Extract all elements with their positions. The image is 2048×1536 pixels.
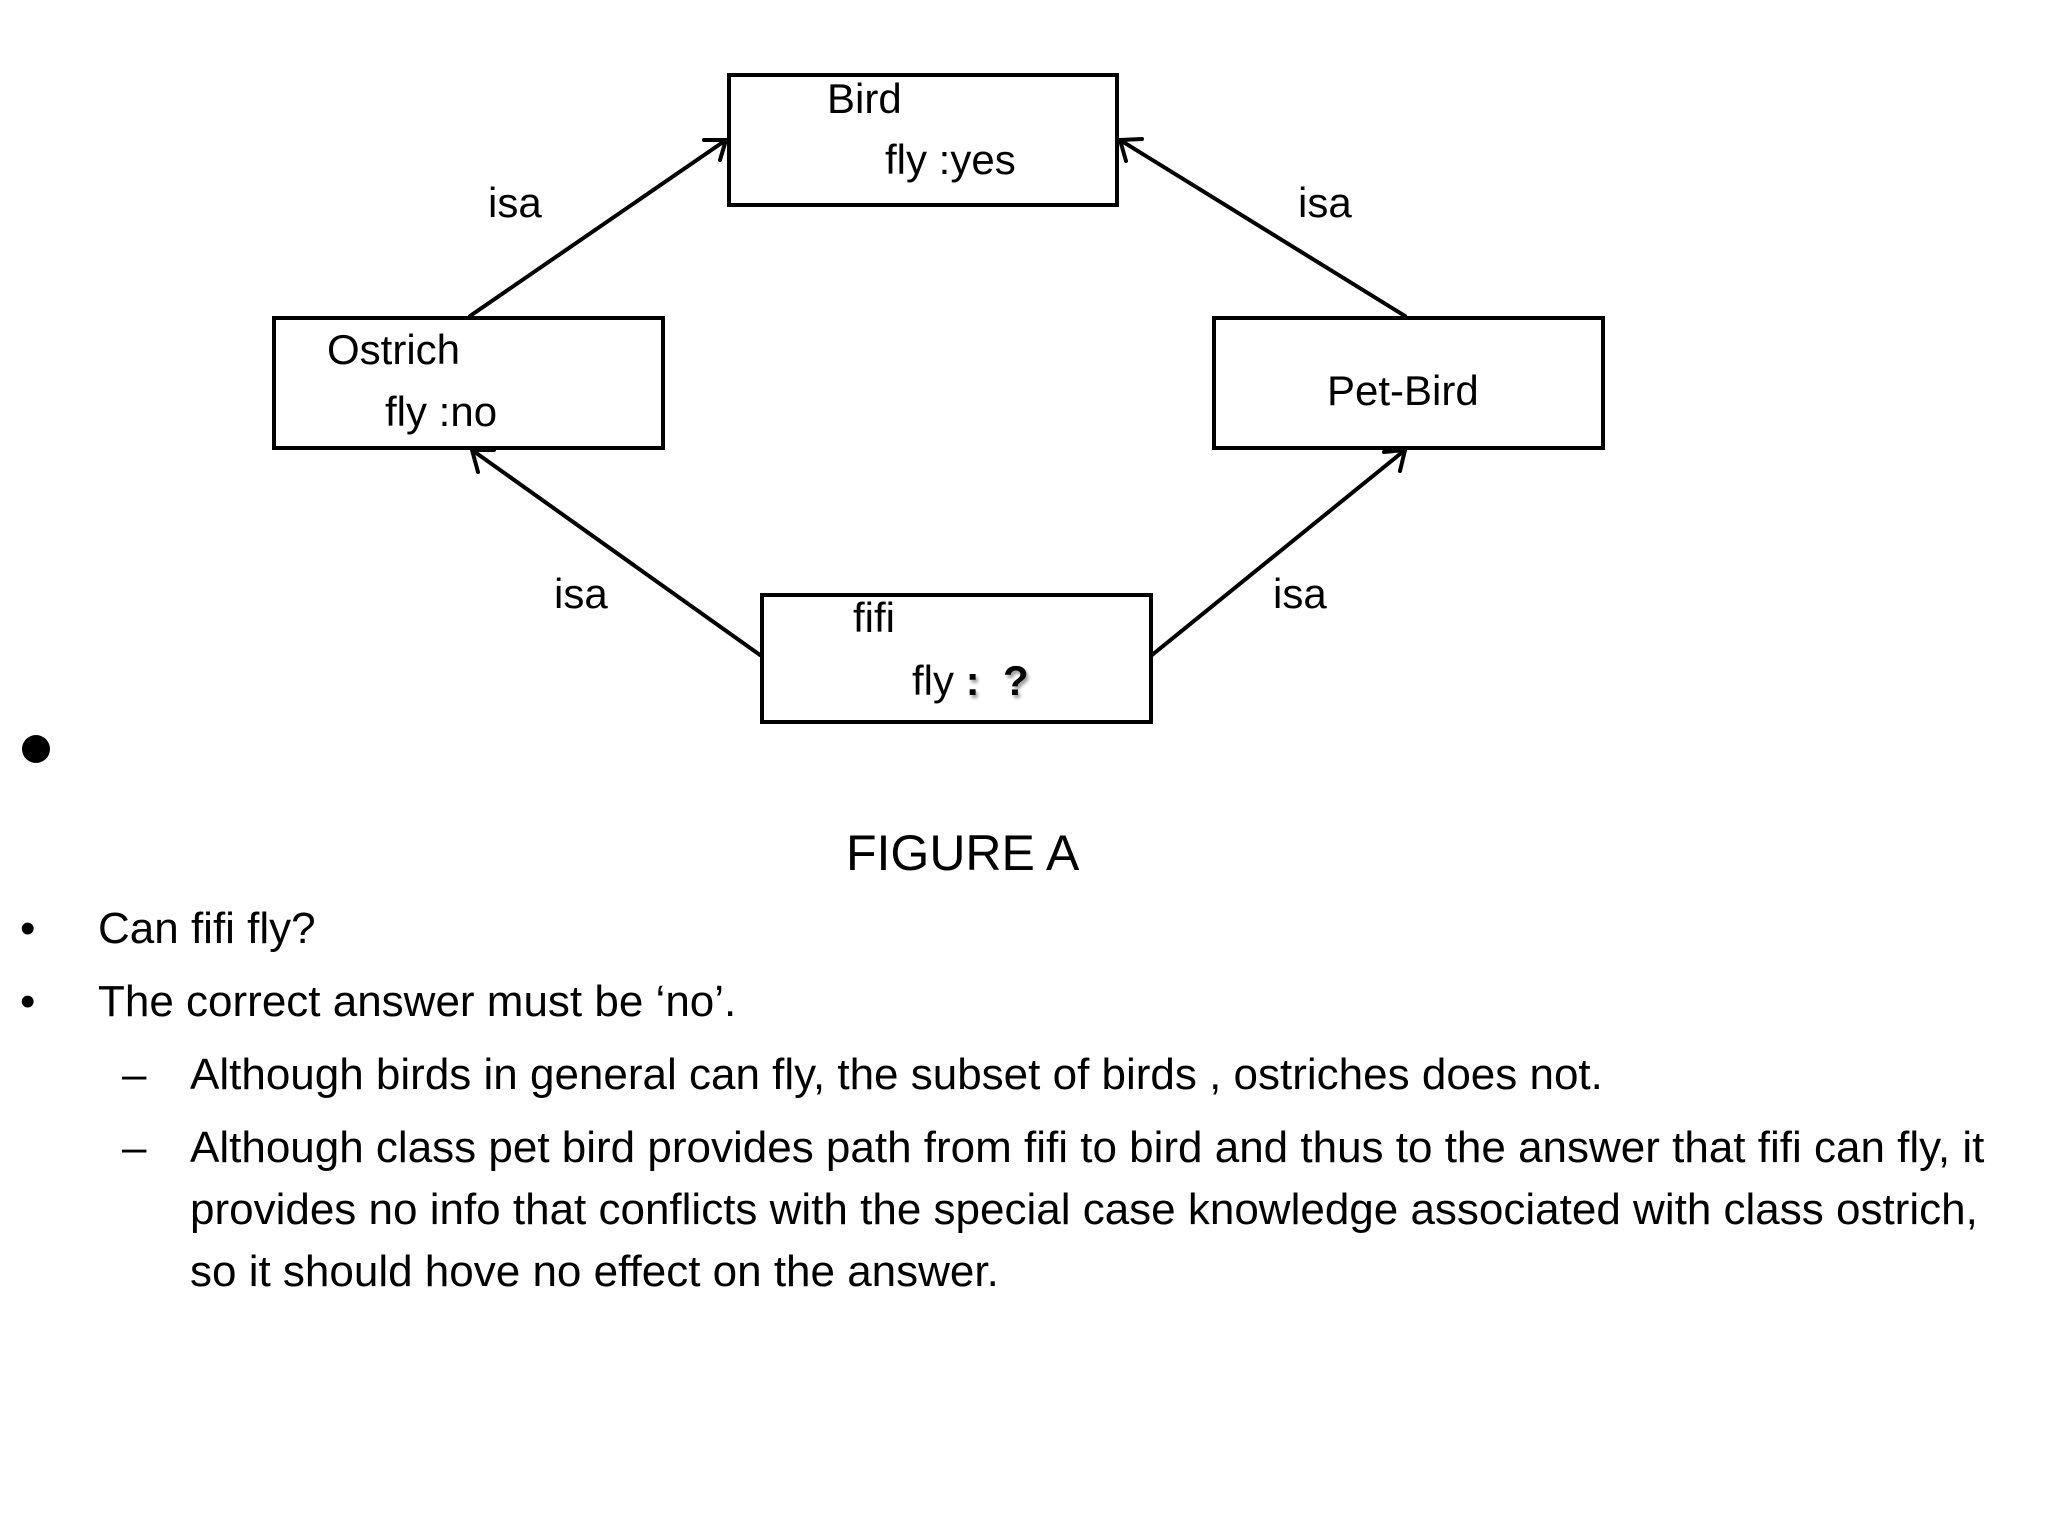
- edge-fifi-ostrich: [470, 448, 762, 657]
- sub-bullet-ostriches: Although birds in general can fly, the s…: [190, 1050, 1603, 1099]
- node-fifi-name: fifi: [853, 594, 895, 641]
- sub-bullet-marker: –: [122, 1050, 147, 1099]
- node-petbird-name: Pet-Bird: [1327, 367, 1479, 414]
- arrowhead-ostrich-bird: [702, 138, 728, 162]
- bullet-marker: •: [20, 977, 36, 1026]
- arrowhead-fifi-ostrich: [470, 448, 496, 474]
- edge-label-fifi-ostrich: isa: [554, 570, 608, 617]
- node-bird-attr: fly :yes: [885, 136, 1016, 183]
- edge-label-fifi-petbird: isa: [1273, 570, 1327, 617]
- sub-bullet-pet-bird: Although class pet bird provides path fr…: [190, 1123, 1985, 1296]
- arrowhead-petbird-bird: [1118, 137, 1144, 163]
- node-fifi-attr-colon: :: [965, 657, 980, 704]
- node-bird-name: Bird: [827, 75, 902, 122]
- edge-label-ostrich-bird: isa: [488, 179, 542, 226]
- edge-petbird-bird: [1118, 138, 1407, 318]
- node-petbird: [1212, 316, 1605, 450]
- node-ostrich-name: Ostrich: [327, 326, 461, 373]
- diagram-connectors: [468, 137, 1407, 657]
- node-fifi-attr: fly : ?: [912, 660, 1029, 702]
- node-ostrich: [272, 316, 665, 450]
- bullet-dot: [22, 735, 50, 763]
- edge-fifi-petbird: [1150, 448, 1407, 657]
- edge-label-petbird-bird: isa: [1298, 179, 1352, 226]
- bullet-marker: •: [20, 904, 36, 953]
- node-fifi-attr-value: ?: [1003, 657, 1029, 704]
- bullet-can-fifi-fly: Can fifi fly?: [98, 904, 316, 953]
- edge-ostrich-bird: [468, 138, 728, 318]
- figure-caption: FIGURE A: [846, 825, 1080, 881]
- arrowhead-fifi-petbird: [1382, 448, 1407, 473]
- node-fifi-attr-prefix: fly: [912, 657, 954, 704]
- node-fifi: [760, 593, 1153, 724]
- node-ostrich-attr: fly :no: [385, 388, 498, 435]
- node-bird: [727, 73, 1119, 207]
- sub-bullet-marker: –: [122, 1123, 147, 1172]
- bullet-correct-answer: The correct answer must be ‘no’.: [98, 977, 737, 1026]
